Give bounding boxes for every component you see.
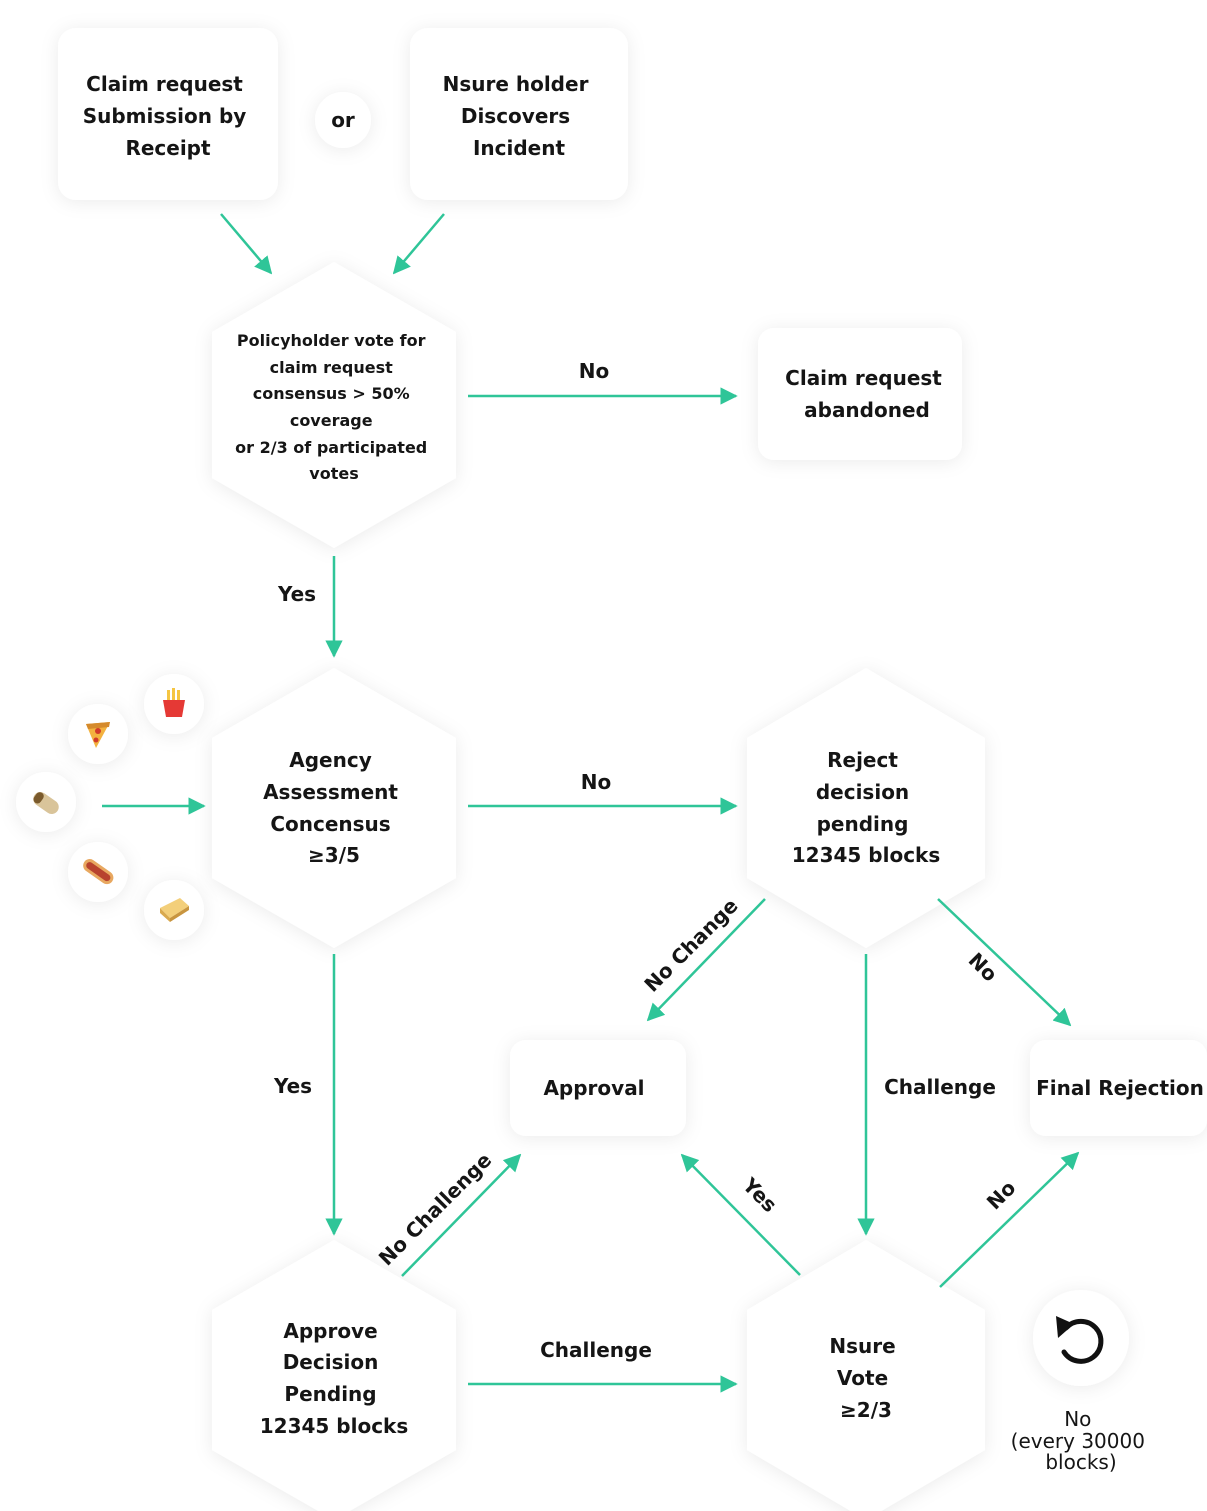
label-vote-no: No: [579, 359, 609, 383]
policyholder-vote-line-1: Policyholder vote for: [237, 331, 426, 350]
refresh-badge: [1033, 1290, 1129, 1386]
claim-abandoned-box: Claim request abandoned: [758, 328, 962, 460]
svg-text:Claim request abandoned: Claim request abandoned: [785, 366, 949, 422]
label-agency-no: No: [581, 770, 611, 794]
reject-line-3: pending: [817, 812, 909, 836]
policyholder-vote-line-5: or 2/3 of participated: [235, 438, 427, 457]
holder-discovers-line-2: Discovers: [461, 104, 570, 128]
approve-line-1: Approve: [283, 1319, 377, 1343]
policyholder-vote-line-4: coverage: [290, 411, 373, 430]
retry-line-1: No: [1064, 1407, 1091, 1431]
agency-assessment-hexagon: Agency Assessment Concensus ≥3/5: [212, 668, 456, 948]
claim-submission-line-3: Receipt: [125, 136, 211, 160]
label-approve-no-challenge: No Challenge: [374, 1148, 497, 1271]
claim-abandoned-line-2: abandoned: [804, 398, 930, 422]
edge-approve-no-challenge: [401, 1153, 522, 1277]
policyholder-vote-line-3: consensus > 50%: [253, 384, 410, 403]
label-reject-challenge: Challenge: [884, 1075, 996, 1099]
reject-pending-hexagon: Reject decision pending 12345 blocks: [747, 668, 985, 948]
agency-line-2: Assessment: [263, 780, 398, 804]
sandwich-icon: [144, 880, 204, 940]
agency-line-3: Concensus: [270, 812, 390, 836]
edges: [102, 213, 1080, 1393]
label-nsure-yes: Yes: [737, 1172, 782, 1217]
or-badge: or: [315, 92, 371, 148]
svg-text:Reject decision pe: Reject decision pending 12345 blocks: [792, 748, 941, 867]
label-reject-no-change: No Change: [639, 893, 742, 996]
edge-reject-no: [937, 898, 1072, 1027]
label-agency-yes: Yes: [273, 1074, 312, 1098]
nsure-vote-hexagon: Nsure Vote ≥2/3: [747, 1240, 985, 1511]
holder-discovers-line-1: Nsure holder: [443, 72, 589, 96]
retry-line-3: blocks): [1045, 1450, 1116, 1474]
retry-line-2: (every 30000: [1011, 1429, 1145, 1453]
svg-text:Approve Decision P: Approve Decision Pending 12345 blocks: [260, 1319, 409, 1438]
final-rejection-box: Final Rejection: [1030, 1040, 1207, 1136]
svg-text:Nsure holder Discovers: Nsure holder Discovers Incident: [443, 72, 596, 160]
approval-label: Approval: [543, 1076, 644, 1100]
hotdog-icon: [68, 842, 128, 902]
svg-text:Policyholder vote for cl: Policyholder vote for claim request cons…: [235, 331, 433, 483]
holder-discovers-line-3: Incident: [473, 136, 566, 160]
claim-submission-line-1: Claim request: [86, 72, 243, 96]
label-approve-challenge: Challenge: [540, 1338, 652, 1362]
edge-reject-no-change: [646, 898, 766, 1022]
nsure-vote-line-1: Nsure: [829, 1334, 895, 1358]
svg-text:Claim request Submission: Claim request Submission by Receipt: [83, 72, 254, 160]
approve-line-2: Decision: [283, 1350, 379, 1374]
reject-line-4: 12345 blocks: [792, 843, 941, 867]
agency-line-1: Agency: [289, 748, 372, 772]
edge-nsure-yes: [680, 1153, 801, 1276]
edge-submission-to-vote: [220, 213, 273, 275]
reject-line-1: Reject: [827, 748, 898, 772]
edge-discovers-to-vote: [392, 213, 445, 275]
fries-icon: [144, 674, 204, 734]
label-nsure-no: No: [982, 1176, 1021, 1215]
nsure-vote-line-2: Vote: [837, 1366, 888, 1390]
claim-abandoned-line-1: Claim request: [785, 366, 942, 390]
claim-submission-line-2: Submission by: [83, 104, 247, 128]
pizza-icon: [68, 704, 128, 764]
svg-text:Agency Assessment: Agency Assessment Concensus ≥3/5: [263, 748, 405, 867]
nsure-vote-line-3: ≥2/3: [840, 1398, 892, 1422]
policyholder-vote-hexagon: Policyholder vote for claim request cons…: [212, 262, 456, 548]
reject-line-2: decision: [816, 780, 909, 804]
approve-line-4: 12345 blocks: [260, 1414, 409, 1438]
svg-text:Nsure Vote ≥2/3: Nsure Vote ≥2/3: [829, 1334, 902, 1422]
approve-pending-hexagon: Approve Decision Pending 12345 blocks: [212, 1240, 456, 1511]
agency-line-4: ≥3/5: [308, 843, 360, 867]
edge-nsure-no: [939, 1151, 1080, 1288]
policyholder-vote-line-6: votes: [309, 464, 358, 483]
svg-text:No (every 30000 blocks: No (every 30000 blocks): [1011, 1407, 1152, 1474]
approval-box: Approval: [510, 1040, 686, 1136]
approve-line-3: Pending: [284, 1382, 376, 1406]
burrito-icon: [16, 772, 76, 832]
final-rejection-label: Final Rejection: [1036, 1076, 1204, 1100]
holder-discovers-box: Nsure holder Discovers Incident: [410, 28, 628, 200]
policyholder-vote-line-2: claim request: [270, 358, 393, 377]
label-vote-yes: Yes: [277, 582, 316, 606]
refresh-icon: [1056, 1316, 1104, 1364]
or-label: or: [331, 108, 355, 132]
claim-submission-box: Claim request Submission by Receipt: [58, 28, 278, 200]
